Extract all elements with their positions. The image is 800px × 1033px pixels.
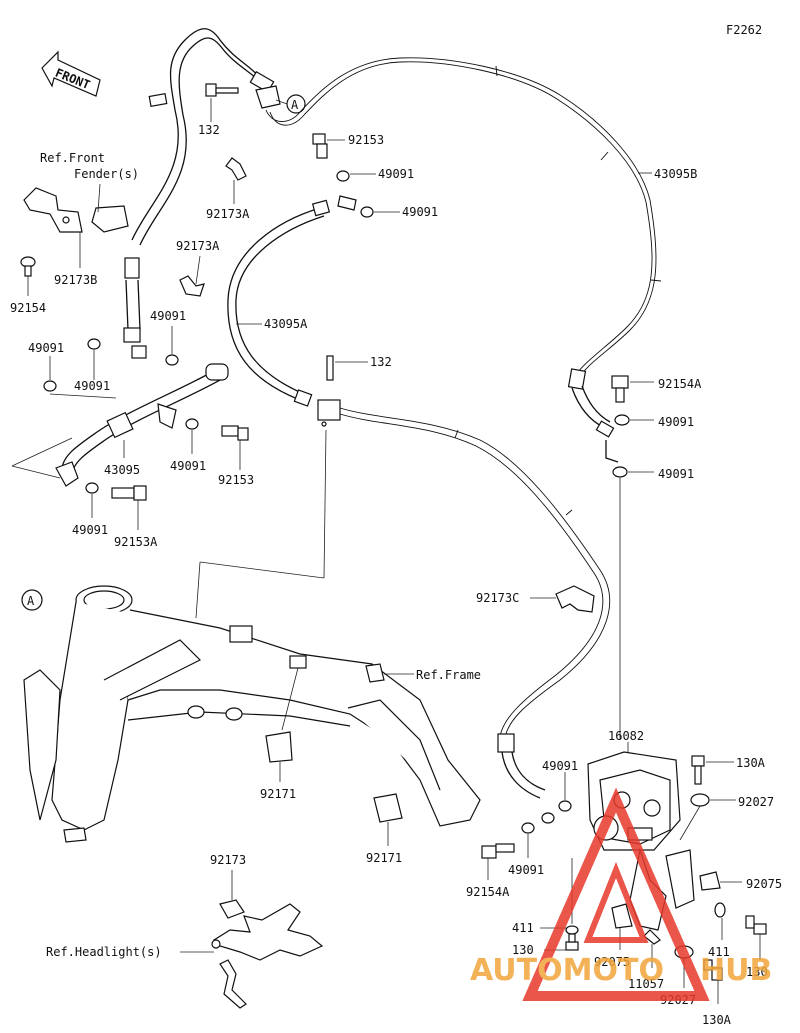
label-43095: 43095 [104, 463, 140, 477]
label-92153-mid: 92153 [218, 473, 254, 487]
bolt-130a-lower [703, 959, 723, 981]
washer-92027-upper [690, 793, 710, 807]
label-49091-2: 49091 [402, 205, 438, 219]
label-ref-headlight: Ref.Headlight(s) [46, 945, 162, 959]
bolt-92154a-upper [611, 375, 629, 403]
bolt-130-left [565, 933, 579, 951]
watermark-text-left: AUTOMOTO [470, 953, 664, 988]
front-brake-hose [123, 28, 275, 343]
label-ref-frame: Ref.Frame [416, 668, 481, 682]
label-ref-fender: Fender(s) [74, 167, 139, 181]
washer-49091-2 [360, 206, 374, 218]
collar-411-right [714, 902, 726, 918]
banjo-bolt-92153-top [312, 133, 328, 159]
washer-49091-8 [614, 414, 630, 426]
label-92027-upper: 92027 [738, 795, 774, 809]
bolt-130-right [745, 915, 767, 935]
label-49091-4: 49091 [28, 341, 64, 355]
brake-pipe-43095b [265, 57, 662, 463]
label-43095b: 43095B [654, 167, 697, 181]
grommet-92075-left [611, 903, 633, 929]
label-92171-a: 92171 [260, 787, 296, 801]
label-92173a-2: 92173A [176, 239, 220, 253]
callout-a-top-letter: A [291, 98, 299, 112]
washer-49091-7 [85, 482, 99, 494]
figure-code: F2262 [726, 23, 762, 37]
washer-49091-5 [165, 354, 179, 366]
callout-a-frame-letter: A [27, 594, 35, 608]
abs-unit-16082 [587, 751, 695, 931]
label-49091-5: 49091 [150, 309, 186, 323]
fender-bracket [23, 187, 129, 233]
washer-49091-10 [558, 800, 572, 812]
bolt-130a-upper [691, 755, 705, 785]
label-92173: 92173 [210, 853, 246, 867]
label-130a-lower: 130A [702, 1013, 732, 1027]
label-92173b: 92173B [54, 273, 97, 287]
label-49091-7: 49091 [72, 523, 108, 537]
label-49091-1: 49091 [378, 167, 414, 181]
rubber-92171-a [265, 731, 293, 763]
washer-49091-4 [43, 380, 57, 392]
motorcycle-frame [23, 585, 481, 843]
label-49091-8: 49091 [658, 415, 694, 429]
label-49091-12: 49091 [508, 863, 544, 877]
label-92075-right: 92075 [746, 877, 782, 891]
label-ref-front: Ref.Front [40, 151, 105, 165]
bolt-132-upper [205, 83, 281, 109]
label-49091-6: 49091 [170, 459, 206, 473]
label-92153a-left: 92153A [114, 535, 158, 549]
label-92171-b: 92171 [366, 851, 402, 865]
label-92154a-upper: 92154A [658, 377, 702, 391]
label-92154: 92154 [10, 301, 46, 315]
washer-49091-11 [541, 812, 555, 824]
label-16082: 16082 [608, 729, 644, 743]
label-92153-top: 92153 [348, 133, 384, 147]
bolt-92154a-lower [481, 843, 515, 859]
washer-49091-6 [185, 418, 199, 430]
label-49091-10: 49091 [542, 759, 578, 773]
banjo-bolt-92153-mid [221, 425, 249, 441]
label-92154a-lower: 92154A [466, 885, 510, 899]
grommet-92075-right [699, 871, 721, 891]
label-49091-3: 49091 [74, 379, 110, 393]
watermark-logo: AUTOMOTO HUB [470, 787, 772, 1001]
label-132-mid: 132 [370, 355, 392, 369]
front-arrow-badge: FRONT [41, 50, 101, 97]
label-130-right: 130 [746, 965, 768, 979]
clamp-92173c [555, 585, 595, 613]
washer-49091-3 [87, 338, 101, 350]
brake-hose-43095 [55, 345, 229, 487]
washer-49091-9 [612, 466, 628, 478]
bracket-11057 [643, 929, 661, 945]
label-11057: 11057 [628, 977, 664, 991]
washer-49091-1 [336, 170, 350, 182]
rubber-92171-b [373, 793, 403, 823]
label-92173c: 92173C [476, 591, 519, 605]
collar-411-left [565, 925, 579, 935]
label-411-right: 411 [708, 945, 730, 959]
label-43095a: 43095A [264, 317, 308, 331]
callout-a-frame [21, 589, 43, 611]
label-92173a-1: 92173A [206, 207, 250, 221]
label-130-left: 130 [512, 943, 534, 957]
label-411-left: 411 [512, 921, 534, 935]
clamp-92173a-1 [225, 157, 247, 181]
watermark-text-right: HUB [700, 953, 772, 988]
label-130a-upper: 130A [736, 756, 766, 770]
washer-49091-12 [521, 822, 535, 834]
headlight-bracket [211, 899, 324, 1009]
label-49091-9: 49091 [658, 467, 694, 481]
banjo-bolt-92153a-left [111, 485, 147, 501]
clamp-92173a-2 [179, 275, 205, 297]
label-132-upper: 132 [198, 123, 220, 137]
brake-joint-mid [317, 355, 611, 799]
label-92075-left: 92075 [594, 955, 630, 969]
brake-hose-43095a [227, 195, 357, 407]
screw-92154 [20, 256, 36, 277]
